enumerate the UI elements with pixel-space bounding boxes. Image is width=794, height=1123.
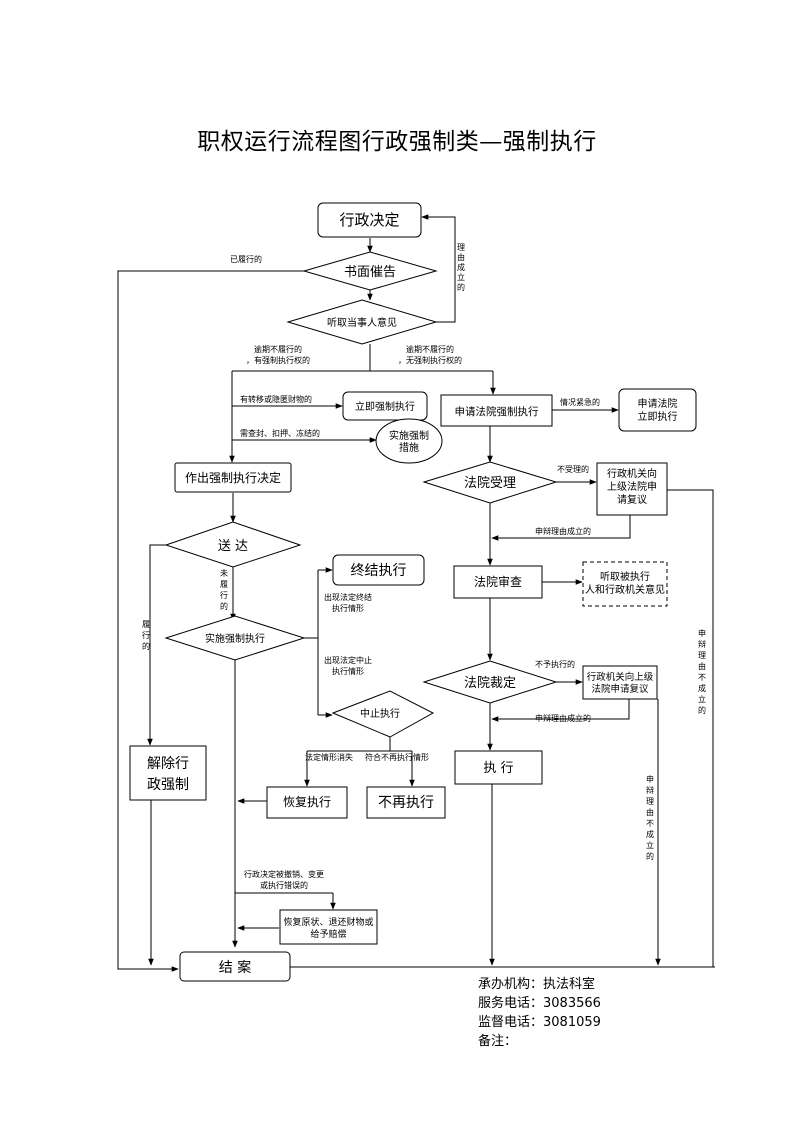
svg-text:恢复执行: 恢复执行 [283, 795, 331, 809]
review-request-2-node: 行政机关向上级法院申请复议 [582, 665, 658, 700]
svg-text:实施强制执行: 实施强制执行 [205, 632, 265, 645]
svg-text:法院受理: 法院受理 [464, 476, 516, 491]
footer-info: 承办机构：执法科室 服务电话：3083566 监督电话：3081059 备注： [478, 975, 601, 1051]
label-suspension-condition: 出现法定中止执行情形 [324, 655, 372, 676]
edge-labels: 已履行的 理由成立的 逾期不履行的，有强制执行权的 逾期不履行的，无强制执行权的… [142, 243, 706, 890]
svg-text:解除行政强制: 解除行政强制 [147, 756, 189, 793]
label-performed-2: 履行的 [142, 620, 150, 651]
apply-court-node: 申请法院强制执行 [440, 394, 553, 427]
immediate-enforcement-node: 立即强制执行 [342, 391, 428, 421]
deliver-node: 送 达 [164, 521, 302, 568]
court-ruling-node: 法院裁定 [422, 660, 558, 704]
label-review-invalid-2: 申辩理由不成立的 [646, 774, 654, 861]
svg-text:作出强制执行决定: 作出强制执行决定 [185, 470, 281, 485]
release-node: 解除行政强制 [129, 745, 207, 801]
label-not-accepted: 不受理的 [557, 464, 589, 474]
enforcement-measures-node: 实施强制措施 [375, 418, 443, 464]
label-review-invalid-1: 申辩理由不成立的 [698, 628, 706, 715]
footer-supervise-phone: 监督电话：3081059 [478, 1015, 601, 1030]
label-review-valid-2: 申辩理由成立的 [535, 713, 591, 723]
written-notice-node: 书面催告 [302, 251, 438, 291]
svg-text:法院审查: 法院审查 [474, 574, 522, 589]
label-termination-condition: 出现法定终结执行情形 [324, 592, 372, 613]
close-case-node: 结 案 [179, 951, 291, 982]
footer-service-phone: 服务电话：3083566 [478, 996, 601, 1011]
court-immediate-node: 申请法院立即执行 [618, 388, 697, 432]
svg-text:申请法院立即执行: 申请法院立即执行 [638, 397, 678, 423]
svg-text:执 行: 执 行 [483, 761, 513, 776]
label-review-valid-1: 申辩理由成立的 [535, 526, 591, 536]
svg-text:法院裁定: 法院裁定 [464, 675, 516, 691]
footer-remark: 备注： [478, 1034, 518, 1049]
execute-node: 执 行 [454, 750, 543, 785]
footer-org: 承办机构：执法科室 [478, 977, 596, 992]
resume-node: 恢复执行 [266, 786, 348, 819]
label-revoked: 行政决定被撤销、变更或执行错误的 [244, 869, 324, 890]
label-condition-gone: 法定情形消失 [305, 752, 353, 762]
svg-text:中止执行: 中止执行 [360, 707, 400, 720]
svg-text:行政机关向上级法院申请复议: 行政机关向上级法院申请复议 [587, 671, 654, 695]
label-overdue-right: 逾期不履行的，有强制执行权的 [246, 344, 310, 365]
court-accept-node: 法院受理 [422, 461, 558, 504]
implement-node: 实施强制执行 [164, 615, 306, 661]
svg-text:结 案: 结 案 [219, 959, 251, 976]
svg-text:实施强制措施: 实施强制措施 [389, 429, 429, 454]
label-not-performed: 未履行的 [220, 568, 228, 611]
restore-node: 恢复原状、退还财物或给予赔偿 [279, 909, 378, 945]
svg-text:终结执行: 终结执行 [351, 563, 407, 579]
svg-text:听取被执行人和行政机关意见: 听取被执行人和行政机关意见 [585, 570, 665, 596]
svg-text:申请法院强制执行: 申请法院强制执行 [455, 405, 539, 418]
svg-text:立即强制执行: 立即强制执行 [355, 400, 415, 413]
label-seal: 需查封、扣押、冻结的 [240, 428, 320, 438]
review-request-1-node: 行政机关向上级法院申请复议 [596, 462, 668, 516]
hear-opinion-node: 听取当事人意见 [286, 299, 438, 345]
make-decision-node: 作出强制执行决定 [174, 462, 292, 493]
svg-text:不再执行: 不再执行 [378, 795, 434, 811]
svg-text:行政决定: 行政决定 [339, 211, 399, 229]
no-execution-node: 不再执行 [366, 786, 446, 819]
page-title: 职权运行流程图行政强制类—强制执行 [197, 129, 597, 155]
label-transfer: 有转移或隐匿财物的 [240, 394, 312, 404]
svg-text:送 达: 送 达 [218, 539, 248, 554]
court-examine-node: 法院审查 [453, 565, 543, 599]
label-performed: 已履行的 [230, 254, 262, 264]
label-overdue-noright: 逾期不履行的，无强制执行权的 [398, 344, 462, 365]
svg-text:行政机关向上级法院申请复议: 行政机关向上级法院申请复议 [607, 467, 657, 506]
connectors [117, 214, 715, 972]
svg-text:书面催告: 书面催告 [344, 265, 396, 280]
svg-text:听取当事人意见: 听取当事人意见 [327, 316, 397, 329]
suspend-node: 中止执行 [331, 690, 435, 738]
hear-parties-node: 听取被执行人和行政机关意见 [582, 561, 668, 607]
label-reason-valid: 理由成立的 [457, 243, 465, 292]
label-urgent: 情况紧急的 [560, 397, 600, 407]
label-no-exec-condition: 符合不再执行情形 [365, 752, 429, 762]
label-not-enforce: 不予执行的 [535, 659, 575, 669]
svg-text:恢复原状、退还财物或给予赔偿: 恢复原状、退还财物或给予赔偿 [283, 916, 373, 940]
terminate-node: 终结执行 [332, 554, 425, 586]
decision-node: 行政决定 [317, 202, 422, 238]
